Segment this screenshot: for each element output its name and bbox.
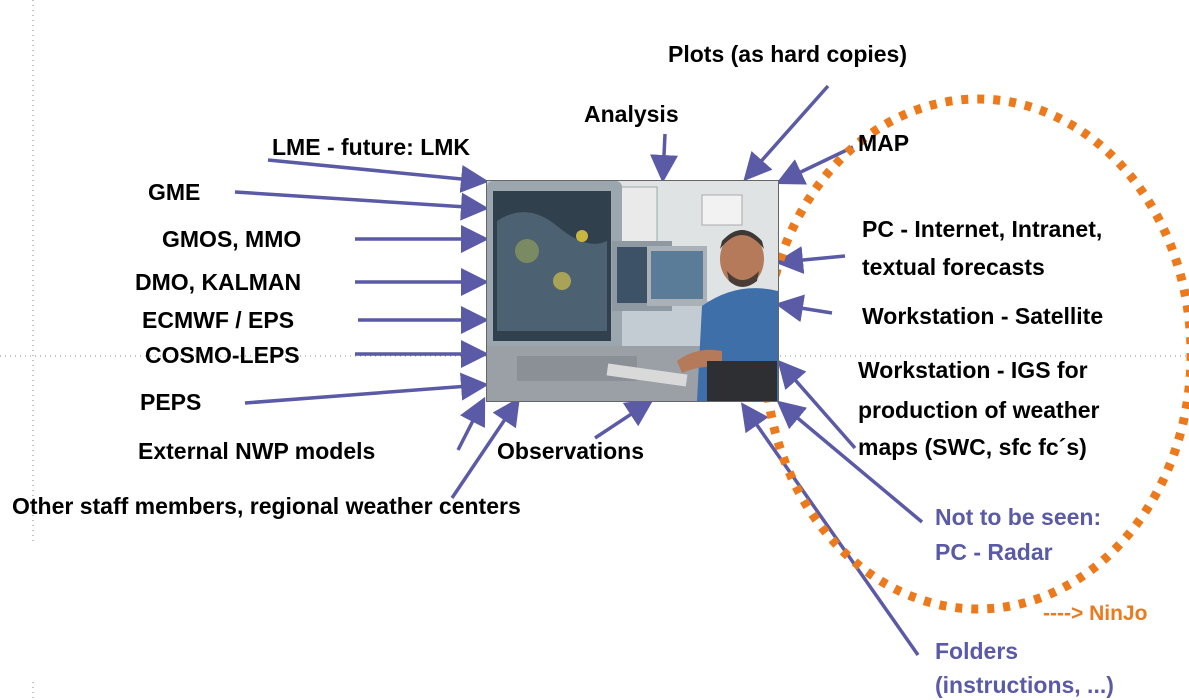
- label-not-seen-line2: PC - Radar: [935, 539, 1053, 565]
- arrow-lme: [267, 158, 489, 193]
- label-lme: LME - future: LMK: [272, 134, 471, 160]
- forecaster-at-workstation-photo: [486, 180, 779, 402]
- label-pc-internet-line1: PC - Internet, Intranet,: [862, 216, 1103, 242]
- label-map: MAP: [858, 130, 910, 156]
- label-peps: PEPS: [140, 389, 202, 415]
- label-gme: GME: [148, 179, 201, 205]
- arrow-peps: [244, 372, 489, 405]
- label-folders-line1: Folders: [935, 638, 1019, 664]
- arrow-not-seen-radar: [776, 400, 924, 524]
- arrow-plots: [743, 84, 830, 182]
- label-ecmwf: ECMWF / EPS: [142, 307, 295, 333]
- label-folders-line2: (instructions, ...): [935, 672, 1114, 698]
- label-other-staff: Other staff members, regional weather ce…: [12, 493, 521, 519]
- label-not-seen-line1: Not to be seen:: [935, 504, 1102, 530]
- label-ws-igs-line1: Workstation - IGS for: [858, 357, 1088, 383]
- ninjo-dotted-ellipse: [760, 94, 1189, 614]
- arrow-external-nwp: [456, 396, 486, 451]
- label-plots: Plots (as hard copies): [668, 41, 908, 67]
- arrow-ws-igs: [777, 359, 857, 450]
- arrow-observations: [594, 399, 654, 440]
- label-external-nwp: External NWP models: [138, 438, 376, 464]
- label-gmos: GMOS, MMO: [162, 226, 302, 252]
- arrow-gme: [234, 190, 489, 221]
- arrow-pc-internet: [775, 246, 846, 274]
- arrow-other-staff: [450, 397, 520, 499]
- label-ws-igs-line2: production of weather: [858, 397, 1100, 423]
- label-ws-igs-line3: maps (SWC, sfc fc´s): [858, 434, 1087, 460]
- label-dmo: DMO, KALMAN: [135, 269, 302, 295]
- arrow-map: [775, 145, 854, 185]
- arrow-analysis: [650, 133, 678, 183]
- label-analysis: Analysis: [584, 101, 679, 127]
- arrow-ws-satellite: [775, 294, 833, 323]
- arrow-folders: [740, 402, 920, 657]
- label-observations: Observations: [497, 438, 644, 464]
- label-ws-satellite: Workstation - Satellite: [862, 303, 1104, 329]
- label-cosmo: COSMO-LEPS: [145, 342, 300, 368]
- label-pc-internet-line2: textual forecasts: [862, 254, 1045, 280]
- label-ninjo: ----> NinJo: [1043, 602, 1148, 625]
